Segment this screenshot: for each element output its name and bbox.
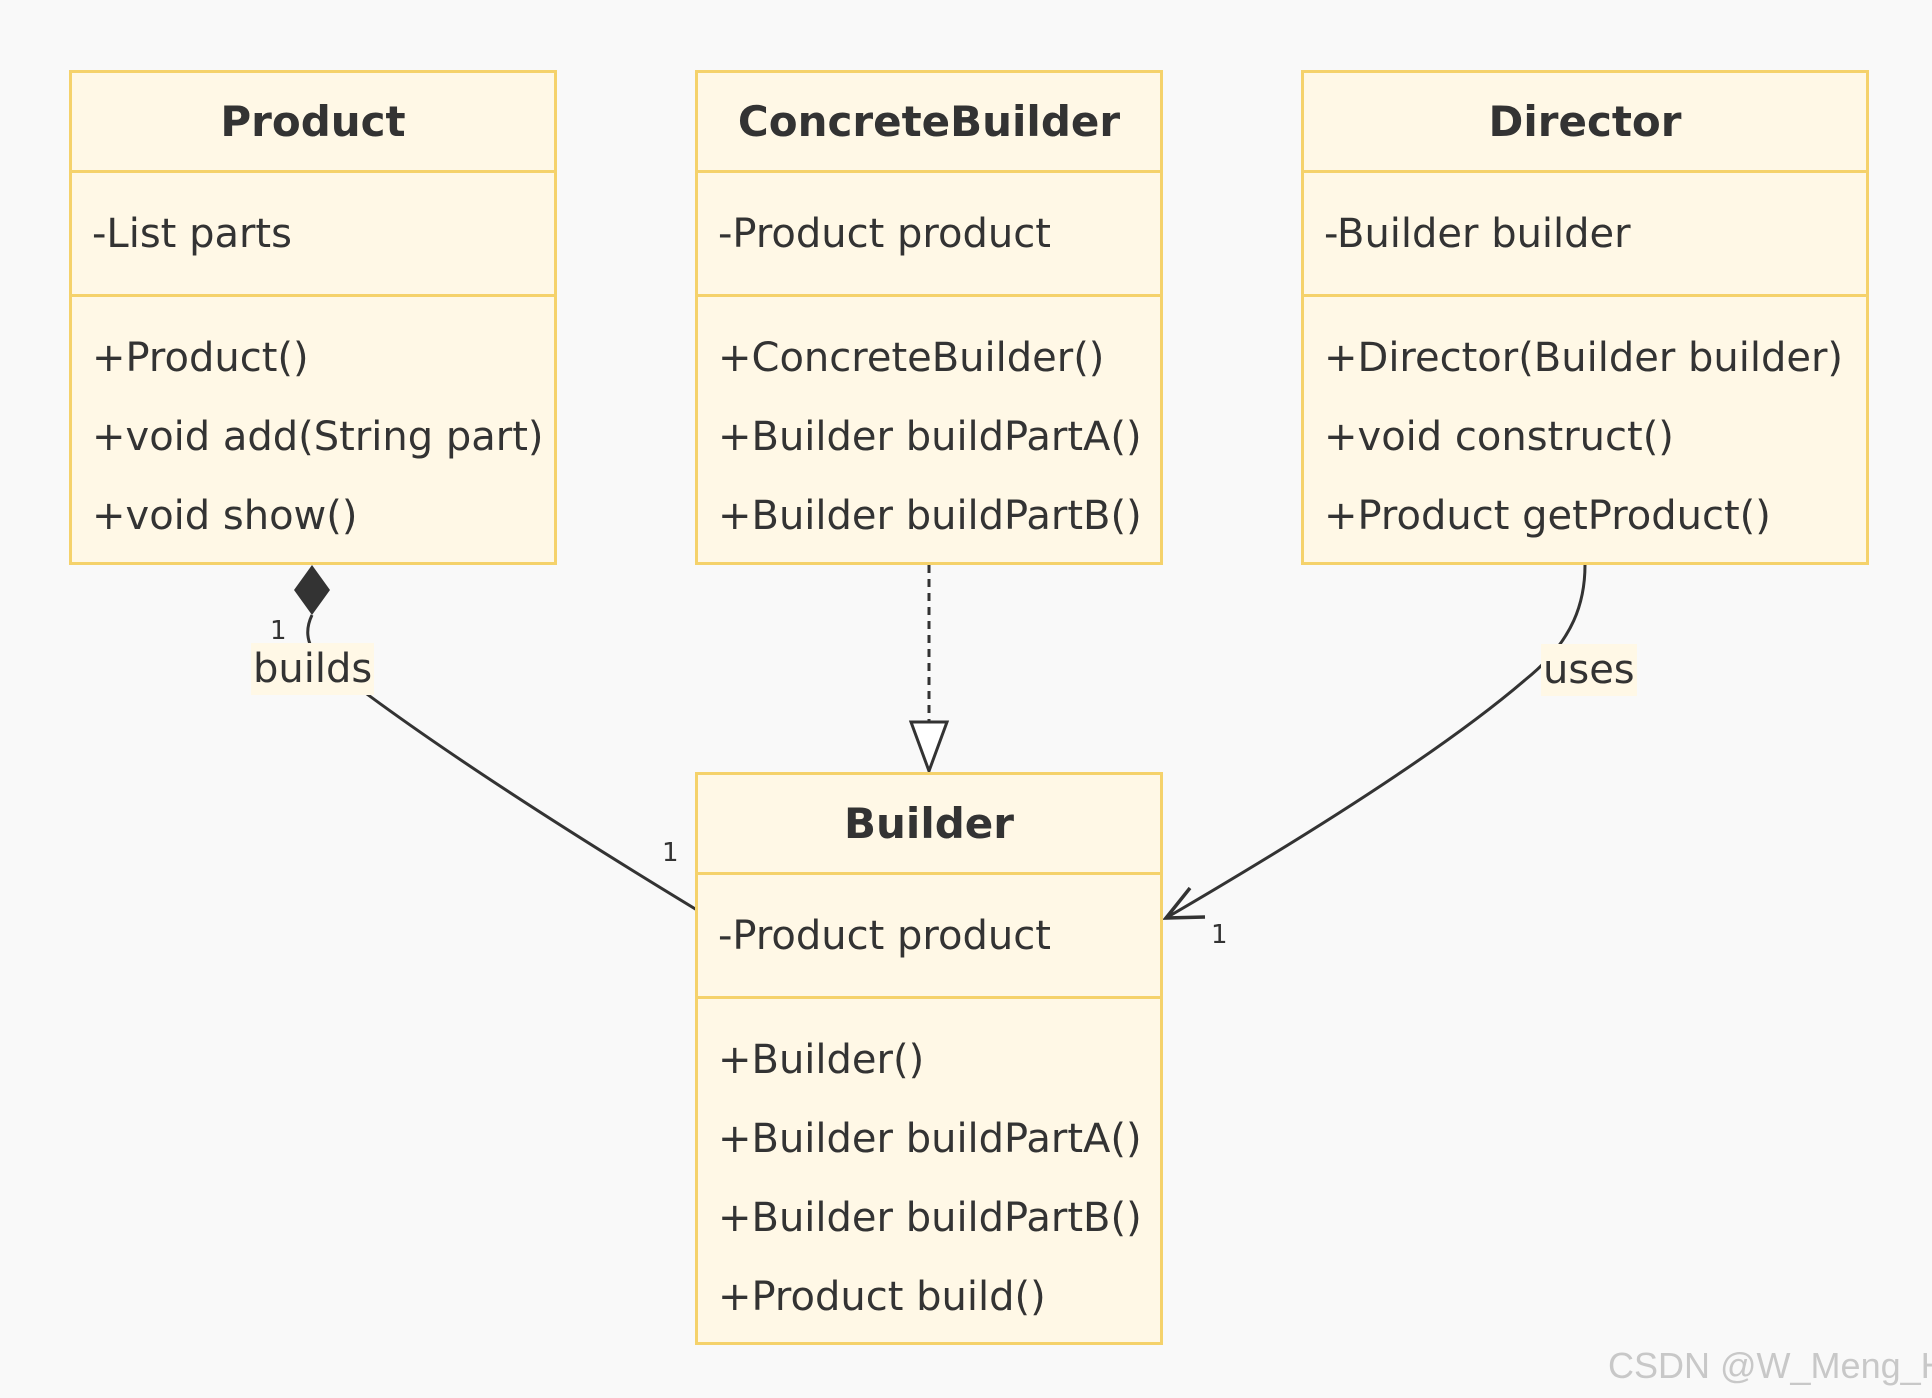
method: +Builder buildPartA()	[718, 1116, 1142, 1162]
class-name: Builder	[698, 775, 1160, 875]
builds-source-multiplicity: 1	[270, 616, 287, 646]
uses-label: uses	[1541, 644, 1637, 696]
method: +Product getProduct()	[1324, 493, 1771, 539]
class-name: Product	[72, 73, 554, 173]
attribute: -Product product	[718, 912, 1051, 959]
attributes-section: -Builder builder	[1304, 173, 1866, 297]
method: +void show()	[92, 493, 358, 539]
class-product[interactable]: Product -List parts +Product() +void add…	[69, 70, 557, 565]
methods-section: +Builder() +Builder buildPartA() +Builde…	[698, 999, 1160, 1337]
uses-line	[1165, 564, 1587, 920]
attribute: -List parts	[92, 210, 292, 257]
builds-label: builds	[251, 643, 375, 695]
watermark: CSDN @W_Meng_H	[1608, 1345, 1932, 1386]
method: +Product build()	[718, 1274, 1046, 1320]
methods-section: +ConcreteBuilder() +Builder buildPartA()…	[698, 297, 1160, 556]
attributes-section: -List parts	[72, 173, 554, 297]
method: +Product()	[92, 335, 309, 381]
method: +void add(String part)	[92, 414, 544, 460]
methods-section: +Director(Builder builder) +void constru…	[1304, 297, 1866, 556]
association-arrow-icon	[1162, 886, 1206, 920]
attribute: -Product product	[718, 210, 1051, 257]
method: +Builder buildPartB()	[718, 493, 1142, 539]
methods-section: +Product() +void add(String part) +void …	[72, 297, 554, 556]
attribute: -Builder builder	[1324, 210, 1631, 257]
composition-diamond-icon	[294, 565, 330, 615]
class-name: ConcreteBuilder	[698, 73, 1160, 173]
method: +Builder buildPartB()	[718, 1195, 1142, 1241]
class-name: Director	[1304, 73, 1866, 173]
method: +Director(Builder builder)	[1324, 335, 1844, 381]
uses-target-multiplicity: 1	[1211, 920, 1228, 950]
method: +Builder()	[718, 1037, 925, 1083]
attributes-section: -Product product	[698, 875, 1160, 999]
class-concrete-builder[interactable]: ConcreteBuilder -Product product +Concre…	[695, 70, 1163, 565]
method: +void construct()	[1324, 414, 1674, 460]
method: +ConcreteBuilder()	[718, 335, 1105, 381]
class-builder[interactable]: Builder -Product product +Builder() +Bui…	[695, 772, 1163, 1345]
method: +Builder buildPartA()	[718, 414, 1142, 460]
realization-triangle-icon	[908, 720, 950, 776]
builds-target-multiplicity: 1	[662, 838, 679, 868]
attributes-section: -Product product	[698, 173, 1160, 297]
class-director[interactable]: Director -Builder builder +Director(Buil…	[1301, 70, 1869, 565]
